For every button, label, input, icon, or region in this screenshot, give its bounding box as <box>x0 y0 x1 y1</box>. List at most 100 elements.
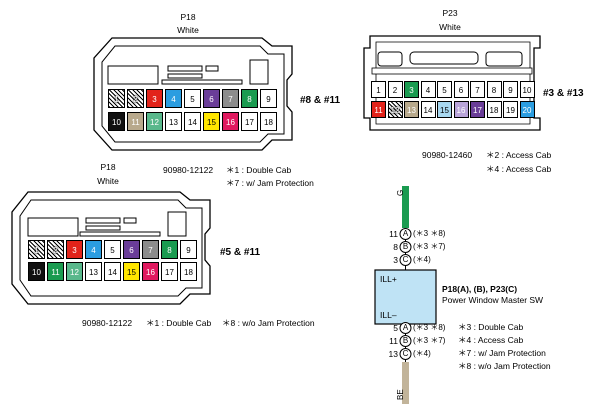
p18-top-pin-8: 8 <box>241 89 258 108</box>
p18-top-note-2: ＊7 : w/ Jam Protection <box>226 178 314 188</box>
power-window-master-switch-box <box>374 269 437 325</box>
p23-note-1: ＊2 : Access Cab <box>486 150 552 160</box>
ill-minus-label: ILL– <box>380 310 397 320</box>
p18-top-pin-5: 5 <box>184 89 201 108</box>
p18-top-pin-12: 12 <box>146 112 163 131</box>
p23-pin-9: 9 <box>503 81 518 98</box>
p18-top-note-1: ＊1 : Double Cab <box>226 165 292 175</box>
bottom_pins-pin-number: 5 <box>393 323 398 333</box>
p18-top-pin-7: 7 <box>222 89 239 108</box>
p18-bottom-pin-18: 18 <box>180 262 197 281</box>
p18-bottom-variant-label: #5 & #11 <box>220 247 261 258</box>
p18-bottom-pin-10: 10 <box>28 262 45 281</box>
p18-bottom-pin-12: 12 <box>66 262 83 281</box>
top_pins-pin-letter: A <box>402 229 409 238</box>
component-note-4: ＊8 : w/o Jam Protection <box>458 361 551 371</box>
p23-pin-18: 18 <box>486 101 502 118</box>
p23-pin-3: 3 <box>404 81 419 98</box>
p18-top-color: White <box>177 25 199 35</box>
wire-bottom <box>402 362 409 404</box>
p18-top-pin-6: 6 <box>203 89 220 108</box>
p18-bottom-pin-13: 13 <box>85 262 102 281</box>
top_pins-pin-note: (＊4) <box>413 255 431 264</box>
top_pins-pin-note: (＊3 ＊7) <box>413 242 446 251</box>
p18-bottom-pin-1: 1 <box>28 240 45 259</box>
p23-pin-13: 13 <box>404 101 419 118</box>
p23-pin-10: 10 <box>519 81 535 98</box>
p23-part-number: 90980-12460 <box>422 150 473 160</box>
p18-top-pin-11: 11 <box>127 112 144 131</box>
p18-bottom-pin-14: 14 <box>104 262 121 281</box>
component-note-1: ＊3 : Double Cab <box>458 322 524 332</box>
p23-name: P23 <box>442 8 458 18</box>
component-title: P18(A), (B), P23(C) <box>442 284 518 294</box>
ill-plus-label: ILL+ <box>380 274 397 284</box>
bottom_pins-pin-note: (＊4) <box>413 349 431 358</box>
p18-top-pin-14: 14 <box>184 112 201 131</box>
p18-bottom-color: White <box>97 176 119 186</box>
p23-variant-label: #3 & #13 <box>543 88 584 99</box>
p18-top-name: P18 <box>180 12 196 22</box>
component-subtitle: Power Window Master SW <box>442 295 544 305</box>
p18-bottom-pin-2: 2 <box>47 240 64 259</box>
p23-pin-16: 16 <box>453 101 469 118</box>
p18-bottom-pin-17: 17 <box>161 262 178 281</box>
p18-top-variant-label: #8 & #11 <box>300 95 341 106</box>
top_pins-pin-letter: C <box>402 255 409 264</box>
component-note-2: ＊4 : Access Cab <box>458 335 524 345</box>
wire-bottom-color-label: BE <box>396 389 405 400</box>
p23-pin-11: 11 <box>371 101 386 118</box>
p18-bottom-pin-8: 8 <box>161 240 178 259</box>
top_pins-pin-note: (＊3 ＊8) <box>413 229 446 238</box>
p23-color: White <box>439 22 461 32</box>
p23-pin-12: 12 <box>387 101 403 118</box>
p23-pin-14: 14 <box>420 101 436 118</box>
p18-bottom-pin-15: 15 <box>123 262 140 281</box>
bottom_pins-pin-note: (＊3 ＊7) <box>413 336 446 345</box>
p18-bottom-pin-9: 9 <box>180 240 197 259</box>
p23-pin-15: 15 <box>437 101 452 118</box>
p18-top-pin-3: 3 <box>146 89 163 108</box>
p18-top-part-number: 90980-12122 <box>163 165 214 175</box>
p23-pin-17: 17 <box>470 101 485 118</box>
wire-top <box>402 186 409 228</box>
p23-pin-5: 5 <box>437 81 452 98</box>
p18-bottom-note-2: ＊8 : w/o Jam Protection <box>222 318 315 328</box>
p18-top-pin-1: 1 <box>108 89 125 108</box>
p18-bottom-note-1: ＊1 : Double Cab <box>146 318 212 328</box>
bottom_pins-pin-number: 11 <box>389 336 398 346</box>
bottom_pins-pin-number: 13 <box>388 349 398 359</box>
p18-top-pin-18: 18 <box>260 112 277 131</box>
p23-pin-20: 20 <box>519 101 535 118</box>
p18-bottom-pin-11: 11 <box>47 262 64 281</box>
p18-bottom-name: P18 <box>100 162 116 172</box>
p18-top-pin-16: 16 <box>222 112 239 131</box>
bottom_pins-pin-note: (＊3 ＊8) <box>413 323 446 332</box>
p18-top-pin-4: 4 <box>165 89 182 108</box>
top_pins-pin-number: 11 <box>389 229 398 239</box>
p18-bottom-pin-4: 4 <box>85 240 102 259</box>
p23-pin-2: 2 <box>387 81 403 98</box>
p18-top-pin-2: 2 <box>127 89 144 108</box>
bottom_pins-pin-letter: C <box>402 349 409 358</box>
p18-top-pin-17: 17 <box>241 112 258 131</box>
component-note-3: ＊7 : w/ Jam Protection <box>458 348 546 358</box>
p23-note-2: ＊4 : Access Cab <box>486 164 552 174</box>
p23-pin-8: 8 <box>486 81 502 98</box>
wire-top-color-label: G <box>396 189 405 196</box>
bottom_pins-pin-letter: B <box>402 336 409 345</box>
p18-top-pin-10: 10 <box>108 112 125 131</box>
p18-bottom-pin-16: 16 <box>142 262 159 281</box>
p18-bottom-pin-3: 3 <box>66 240 83 259</box>
p23-pin-4: 4 <box>420 81 436 98</box>
p18-top-pin-13: 13 <box>165 112 182 131</box>
p23-pin-19: 19 <box>503 101 518 118</box>
p23-pin-1: 1 <box>371 81 386 98</box>
top_pins-pin-letter: B <box>402 242 409 251</box>
top_pins-pin-number: 3 <box>393 255 398 265</box>
p18-bottom-part-number: 90980-12122 <box>82 318 133 328</box>
p18-top-pin-9: 9 <box>260 89 277 108</box>
p23-pin-6: 6 <box>453 81 469 98</box>
p23-pin-7: 7 <box>470 81 485 98</box>
